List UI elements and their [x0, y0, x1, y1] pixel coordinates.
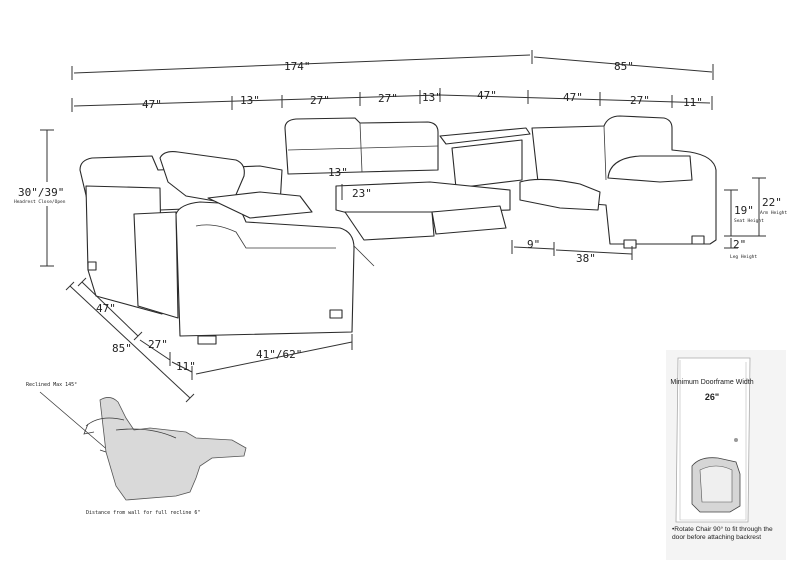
dim-total-depth-right: 85" [614, 60, 634, 73]
dim-seat-height: 19" [734, 204, 754, 217]
dim-height: 30"/39" [18, 186, 64, 199]
doorframe-note: •Rotate Chair 90° to fit through the doo… [672, 526, 773, 541]
dim-total-width: 174" [284, 60, 311, 73]
right-side-dimensions: 19" Seat Height 22" Arm Height 2" Leg He… [511, 177, 787, 265]
dim-leg-height: 2" [733, 238, 746, 251]
recline-illustration: Reclined Max 145° Distance from wall for… [26, 382, 247, 516]
dim-seg-11a: 11" [683, 96, 703, 109]
dim-left-11: 11" [176, 360, 196, 373]
doorframe-title: Minimum Doorframe Width [670, 379, 753, 386]
dim-leg-height-label: Leg Height [730, 254, 757, 260]
recline-distance-label: Distance from wall for full recline 6" [86, 510, 200, 516]
top-dimension-labels: 174" 85" 47" 13" 27" 27" 13" 47" 47" 27"… [142, 60, 703, 111]
sectional-sofa-drawing [79, 115, 717, 345]
dim-seat-height-label: Seat Height [734, 218, 764, 224]
height-dimension: 30"/39" Headrest Close/Open [14, 129, 66, 267]
dim-left-85: 85" [112, 342, 132, 355]
dim-seg-27a: 27" [310, 94, 330, 107]
dim-seg-38: 38" [576, 252, 596, 265]
dim-left-27: 27" [148, 338, 168, 351]
dim-seg-13a: 13" [240, 94, 260, 107]
dim-cushion-23: 23" [352, 187, 372, 200]
dim-seg-9: 9" [527, 238, 540, 251]
dim-seg-47b: 47" [477, 89, 497, 102]
left-depth-dimensions: 47" 85" 27" 11" 41"/62" [65, 277, 353, 403]
dim-seg-27b: 27" [378, 92, 398, 105]
doorframe-panel: Minimum Doorframe Width 26" •Rotate Chai… [666, 350, 786, 560]
dim-height-note: Headrest Close/Open [14, 199, 66, 205]
dim-seg-27c: 27" [630, 94, 650, 107]
dim-depth-41-62: 41"/62" [256, 348, 302, 361]
dim-cushion-13: 13" [328, 166, 348, 179]
dim-arm-height-label: Arm Height [760, 210, 787, 216]
dim-seg-13b: 13" [422, 91, 442, 104]
recliner-silhouette [99, 397, 247, 501]
recline-max-label: Reclined Max 145° [26, 382, 77, 388]
doorframe-width: 26" [705, 392, 719, 402]
top-dimension-lines [71, 50, 714, 112]
dim-seg-47c: 47" [563, 91, 583, 104]
dim-seg-47a: 47" [142, 98, 162, 111]
dim-arm-height: 22" [762, 196, 782, 209]
dim-left-47: 47" [96, 302, 116, 315]
